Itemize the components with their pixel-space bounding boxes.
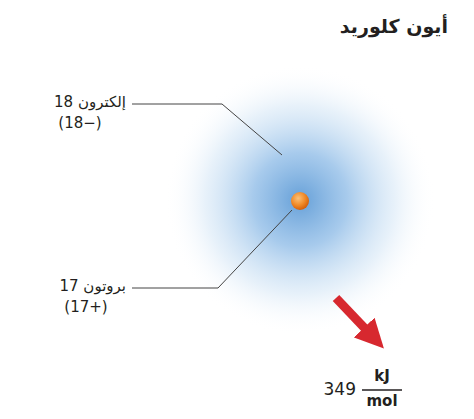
leader-line (132, 104, 282, 155)
fraction-bar (362, 389, 402, 391)
electron-count: إلكترون 18 (54, 94, 126, 111)
charge-value: (17+) (64, 299, 107, 316)
energy-value: 349 (324, 380, 356, 399)
unit-denominator: mol (366, 393, 397, 410)
charge-value: (18−) (58, 115, 101, 132)
electron-cloud (165, 65, 435, 335)
leader-line (132, 210, 292, 288)
unit-numerator: kJ (374, 368, 390, 385)
nucleus (291, 192, 309, 210)
energy-arrow (336, 298, 374, 338)
proton-count: بروتون 17 (60, 278, 127, 295)
diagram-title: أيون كلوريد (340, 16, 448, 37)
